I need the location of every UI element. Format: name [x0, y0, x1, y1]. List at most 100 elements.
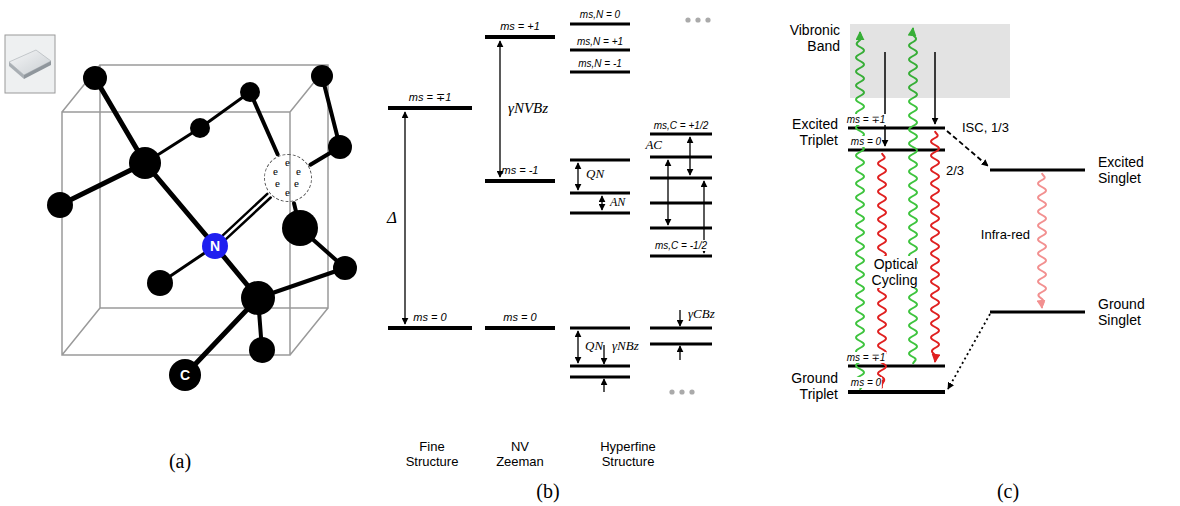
level-label-holder: ms = -1: [502, 164, 539, 177]
lattice-bond: [250, 92, 278, 154]
carbon-atom: [240, 82, 260, 102]
splitting-label-holder: QN: [585, 339, 603, 354]
carbon-atom: [282, 210, 318, 246]
hyperfine-level: [570, 212, 630, 215]
level-label-holder: ms,C = -1/2: [654, 240, 708, 252]
transition-label: 2/3: [946, 163, 964, 178]
splitting-label-holder: AN: [610, 196, 625, 210]
energy-level: [848, 365, 945, 368]
carbon-atom: [47, 65, 357, 363]
splitting-arrow: [679, 310, 680, 326]
ellipsis-dots: [679, 389, 684, 394]
electron-label: e: [285, 186, 290, 198]
level-label-holder: ms = 0: [503, 311, 536, 324]
hyperfine-level: [570, 327, 630, 330]
energy-level: [388, 37, 555, 328]
splitting-label-holder: γNVBz: [508, 100, 548, 117]
text-holder: e: [285, 186, 290, 199]
text-holder: Vibronic Band: [768, 22, 840, 54]
splitting-label-holder: γNBz: [612, 339, 639, 354]
level-label-holder: ms,N = +1: [577, 36, 623, 48]
state-label: Excited Singlet: [1098, 154, 1144, 186]
state-label-holder: Excited Singlet: [1098, 154, 1176, 186]
state-label-holder: Ground Singlet: [1098, 296, 1176, 328]
energy-level: [388, 326, 472, 330]
atom-symbol: C: [180, 367, 190, 383]
splitting-arrow: [577, 331, 578, 363]
hyperfine-level: [570, 24, 712, 377]
text-holder: N: [202, 233, 228, 259]
level-label: ms = +1: [500, 20, 540, 32]
splitting-arrow: [577, 163, 578, 190]
ellipsis-dots: [669, 389, 674, 394]
state-label: Ground Triplet: [791, 370, 838, 402]
carbon-atom: [190, 118, 210, 138]
hyperfine-level: [650, 177, 712, 180]
electron-label: e: [296, 165, 301, 177]
panel-label: (a): [169, 450, 191, 472]
energy-level: [990, 311, 1085, 314]
hyperfine-level: [570, 23, 630, 26]
splitting-arrow: [603, 379, 604, 392]
hyperfine-level: [570, 192, 630, 195]
relaxation-arrow: [947, 131, 988, 166]
splitting-label: AC: [645, 137, 662, 152]
vibronic-band: Vibronic Band: [850, 24, 1010, 98]
column-caption: Hyperfine Structure: [600, 439, 656, 469]
level-label-holder: ms = 0: [850, 136, 882, 148]
level-label: ms,C = +1/2: [654, 120, 708, 131]
energy-level: [485, 326, 555, 330]
transition-label-holder: 2/3: [946, 164, 964, 179]
splitting-label-holder: AC: [645, 138, 662, 153]
column-caption-holder: NV Zeeman: [491, 440, 549, 470]
hyperfine-level: [650, 343, 712, 346]
text-holder: e: [275, 177, 280, 190]
sample-inset: [24, 61, 51, 79]
panel-label-holder: (c): [997, 480, 1019, 503]
level-label: ms = 0: [850, 136, 882, 147]
sample-inset: [5, 35, 55, 93]
level-label-holder: ms = ∓1: [846, 352, 887, 364]
carbon-atom: [129, 147, 161, 179]
splitting-label: AN: [610, 195, 625, 209]
splitting-label: Δ: [387, 208, 397, 227]
energy-level: [485, 179, 555, 183]
level-label: ms = ∓1: [409, 91, 452, 103]
wavy-arrow: [931, 131, 939, 362]
level-label-holder: ms = 0: [850, 377, 882, 389]
level-label: ms = ∓1: [846, 352, 887, 363]
hyperfine-level: [570, 159, 630, 162]
splitting-label: γNVBz: [508, 100, 548, 116]
hyperfine-level: [570, 365, 630, 368]
splitting-label: γNBz: [612, 338, 639, 353]
column-caption-holder: Fine Structure: [397, 440, 467, 470]
carbon-atom: C: [169, 359, 201, 391]
energy-level: [388, 106, 472, 110]
hyperfine-level: [650, 227, 712, 230]
energy-level: [990, 169, 1085, 172]
carbon-atom: [333, 256, 357, 280]
level-label: ms,N = -1: [578, 58, 622, 69]
hyperfine-level: [650, 133, 712, 136]
carbon-atom: [47, 192, 73, 218]
process-label-holder: Optical Cycling: [859, 256, 931, 288]
level-label: ms = ∓1: [846, 114, 887, 125]
transition-label: Infra-red: [981, 227, 1030, 242]
state-label-holder: Excited Triplet: [768, 116, 838, 148]
level-label-holder: ms,N = 0: [580, 9, 620, 21]
splitting-label-holder: Δ: [387, 208, 397, 228]
level-label: ms = -1: [502, 164, 539, 176]
energy-level: [848, 390, 945, 394]
sample-inset: [9, 62, 24, 79]
splitting-label-holder: QN: [586, 167, 604, 182]
splitting-arrow: [404, 112, 405, 324]
splitting-arrow: [499, 41, 500, 177]
panel-label: (b): [536, 480, 559, 502]
splitting-label-holder: γCBz: [688, 307, 715, 322]
splitting-arrow: [601, 196, 602, 210]
level-label: ms = 0: [850, 377, 882, 388]
unit-cell: [62, 65, 328, 355]
splitting-arrow: [667, 160, 668, 225]
splitting-arrow: [689, 137, 690, 175]
